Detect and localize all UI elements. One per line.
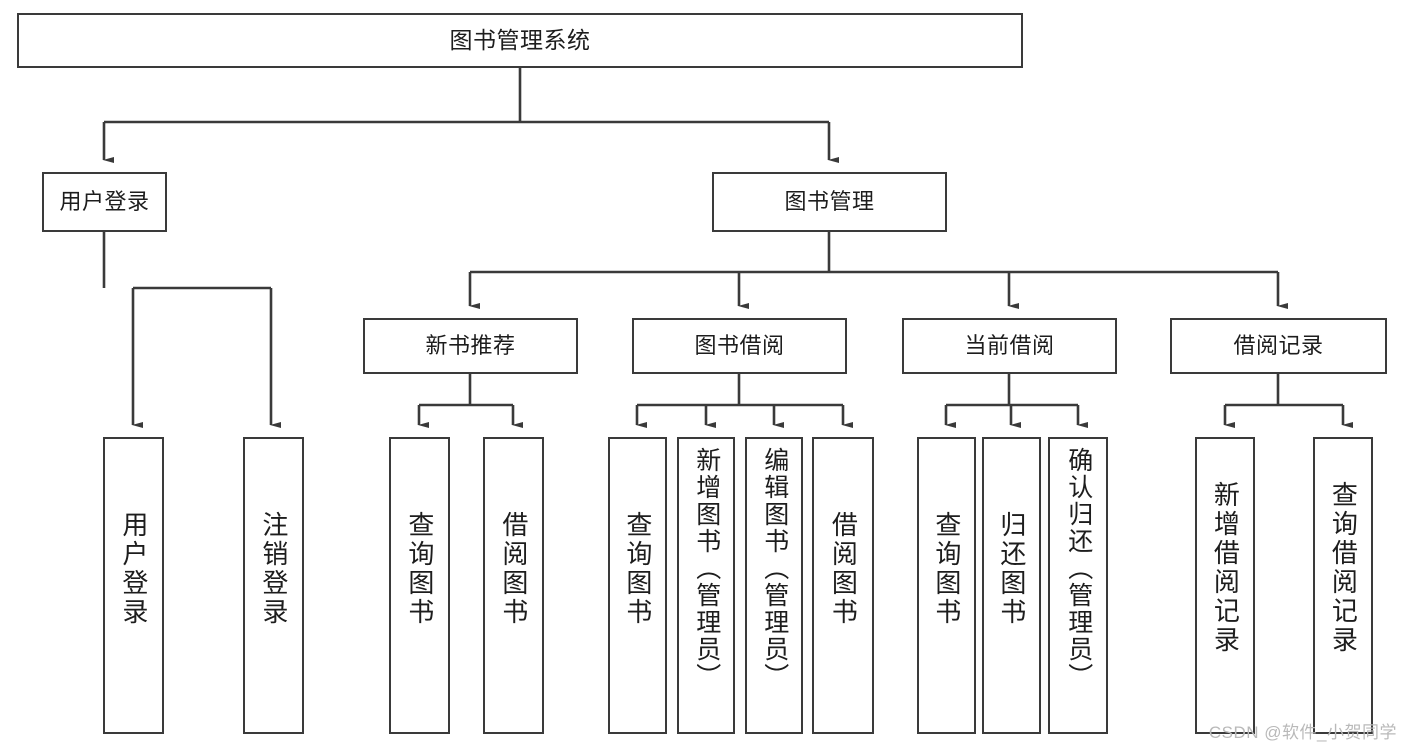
leaf-borrow-book[interactable]: 借阅图书 bbox=[812, 437, 874, 734]
node-label: 用户登录 bbox=[118, 511, 149, 627]
node-label: 编辑图书（管理员） bbox=[760, 447, 789, 690]
node-label: 图书借阅 bbox=[694, 332, 785, 358]
leaf-edit-book-admin[interactable]: 编辑图书（管理员） bbox=[745, 437, 803, 734]
node-user-login[interactable]: 用户登录 bbox=[42, 172, 167, 232]
leaf-confirm-return-admin[interactable]: 确认归还（管理员） bbox=[1048, 437, 1108, 734]
node-borrow-record[interactable]: 借阅记录 bbox=[1170, 318, 1387, 374]
watermark-text: CSDN @软件_小贺同学 bbox=[1208, 723, 1397, 742]
node-label: 图书管理系统 bbox=[449, 26, 591, 53]
leaf-query-borrow-record[interactable]: 查询借阅记录 bbox=[1313, 437, 1373, 734]
node-label: 用户登录 bbox=[59, 188, 150, 214]
node-current-borrow[interactable]: 当前借阅 bbox=[902, 318, 1117, 374]
node-label: 新书推荐 bbox=[425, 332, 516, 358]
leaf-logout[interactable]: 注销登录 bbox=[243, 437, 304, 734]
node-root-system[interactable]: 图书管理系统 bbox=[17, 13, 1023, 68]
node-label: 查询图书 bbox=[404, 511, 435, 627]
node-label: 查询图书 bbox=[931, 511, 962, 627]
leaf-user-login[interactable]: 用户登录 bbox=[103, 437, 164, 734]
node-label: 新增借阅记录 bbox=[1210, 481, 1241, 655]
node-book-borrow[interactable]: 图书借阅 bbox=[632, 318, 847, 374]
node-book-management[interactable]: 图书管理 bbox=[712, 172, 947, 232]
leaf-borrow-book-newbook[interactable]: 借阅图书 bbox=[483, 437, 544, 734]
leaf-query-book-newbook[interactable]: 查询图书 bbox=[389, 437, 450, 734]
node-new-book-recommend[interactable]: 新书推荐 bbox=[363, 318, 578, 374]
leaf-query-book-current[interactable]: 查询图书 bbox=[917, 437, 976, 734]
leaf-return-book[interactable]: 归还图书 bbox=[982, 437, 1041, 734]
node-label: 注销登录 bbox=[258, 511, 289, 627]
node-label: 借阅图书 bbox=[828, 511, 859, 627]
node-label: 借阅图书 bbox=[498, 511, 529, 627]
node-label: 查询图书 bbox=[622, 511, 653, 627]
leaf-add-borrow-record[interactable]: 新增借阅记录 bbox=[1195, 437, 1255, 734]
node-label: 图书管理 bbox=[784, 188, 875, 214]
node-label: 归还图书 bbox=[996, 511, 1027, 627]
leaf-add-book-admin[interactable]: 新增图书（管理员） bbox=[677, 437, 735, 734]
node-label: 新增图书（管理员） bbox=[692, 447, 721, 690]
node-label: 查询借阅记录 bbox=[1328, 481, 1359, 655]
node-label: 当前借阅 bbox=[964, 332, 1055, 358]
node-label: 借阅记录 bbox=[1233, 332, 1324, 358]
leaf-query-book-borrow[interactable]: 查询图书 bbox=[608, 437, 667, 734]
node-label: 确认归还（管理员） bbox=[1064, 447, 1093, 690]
